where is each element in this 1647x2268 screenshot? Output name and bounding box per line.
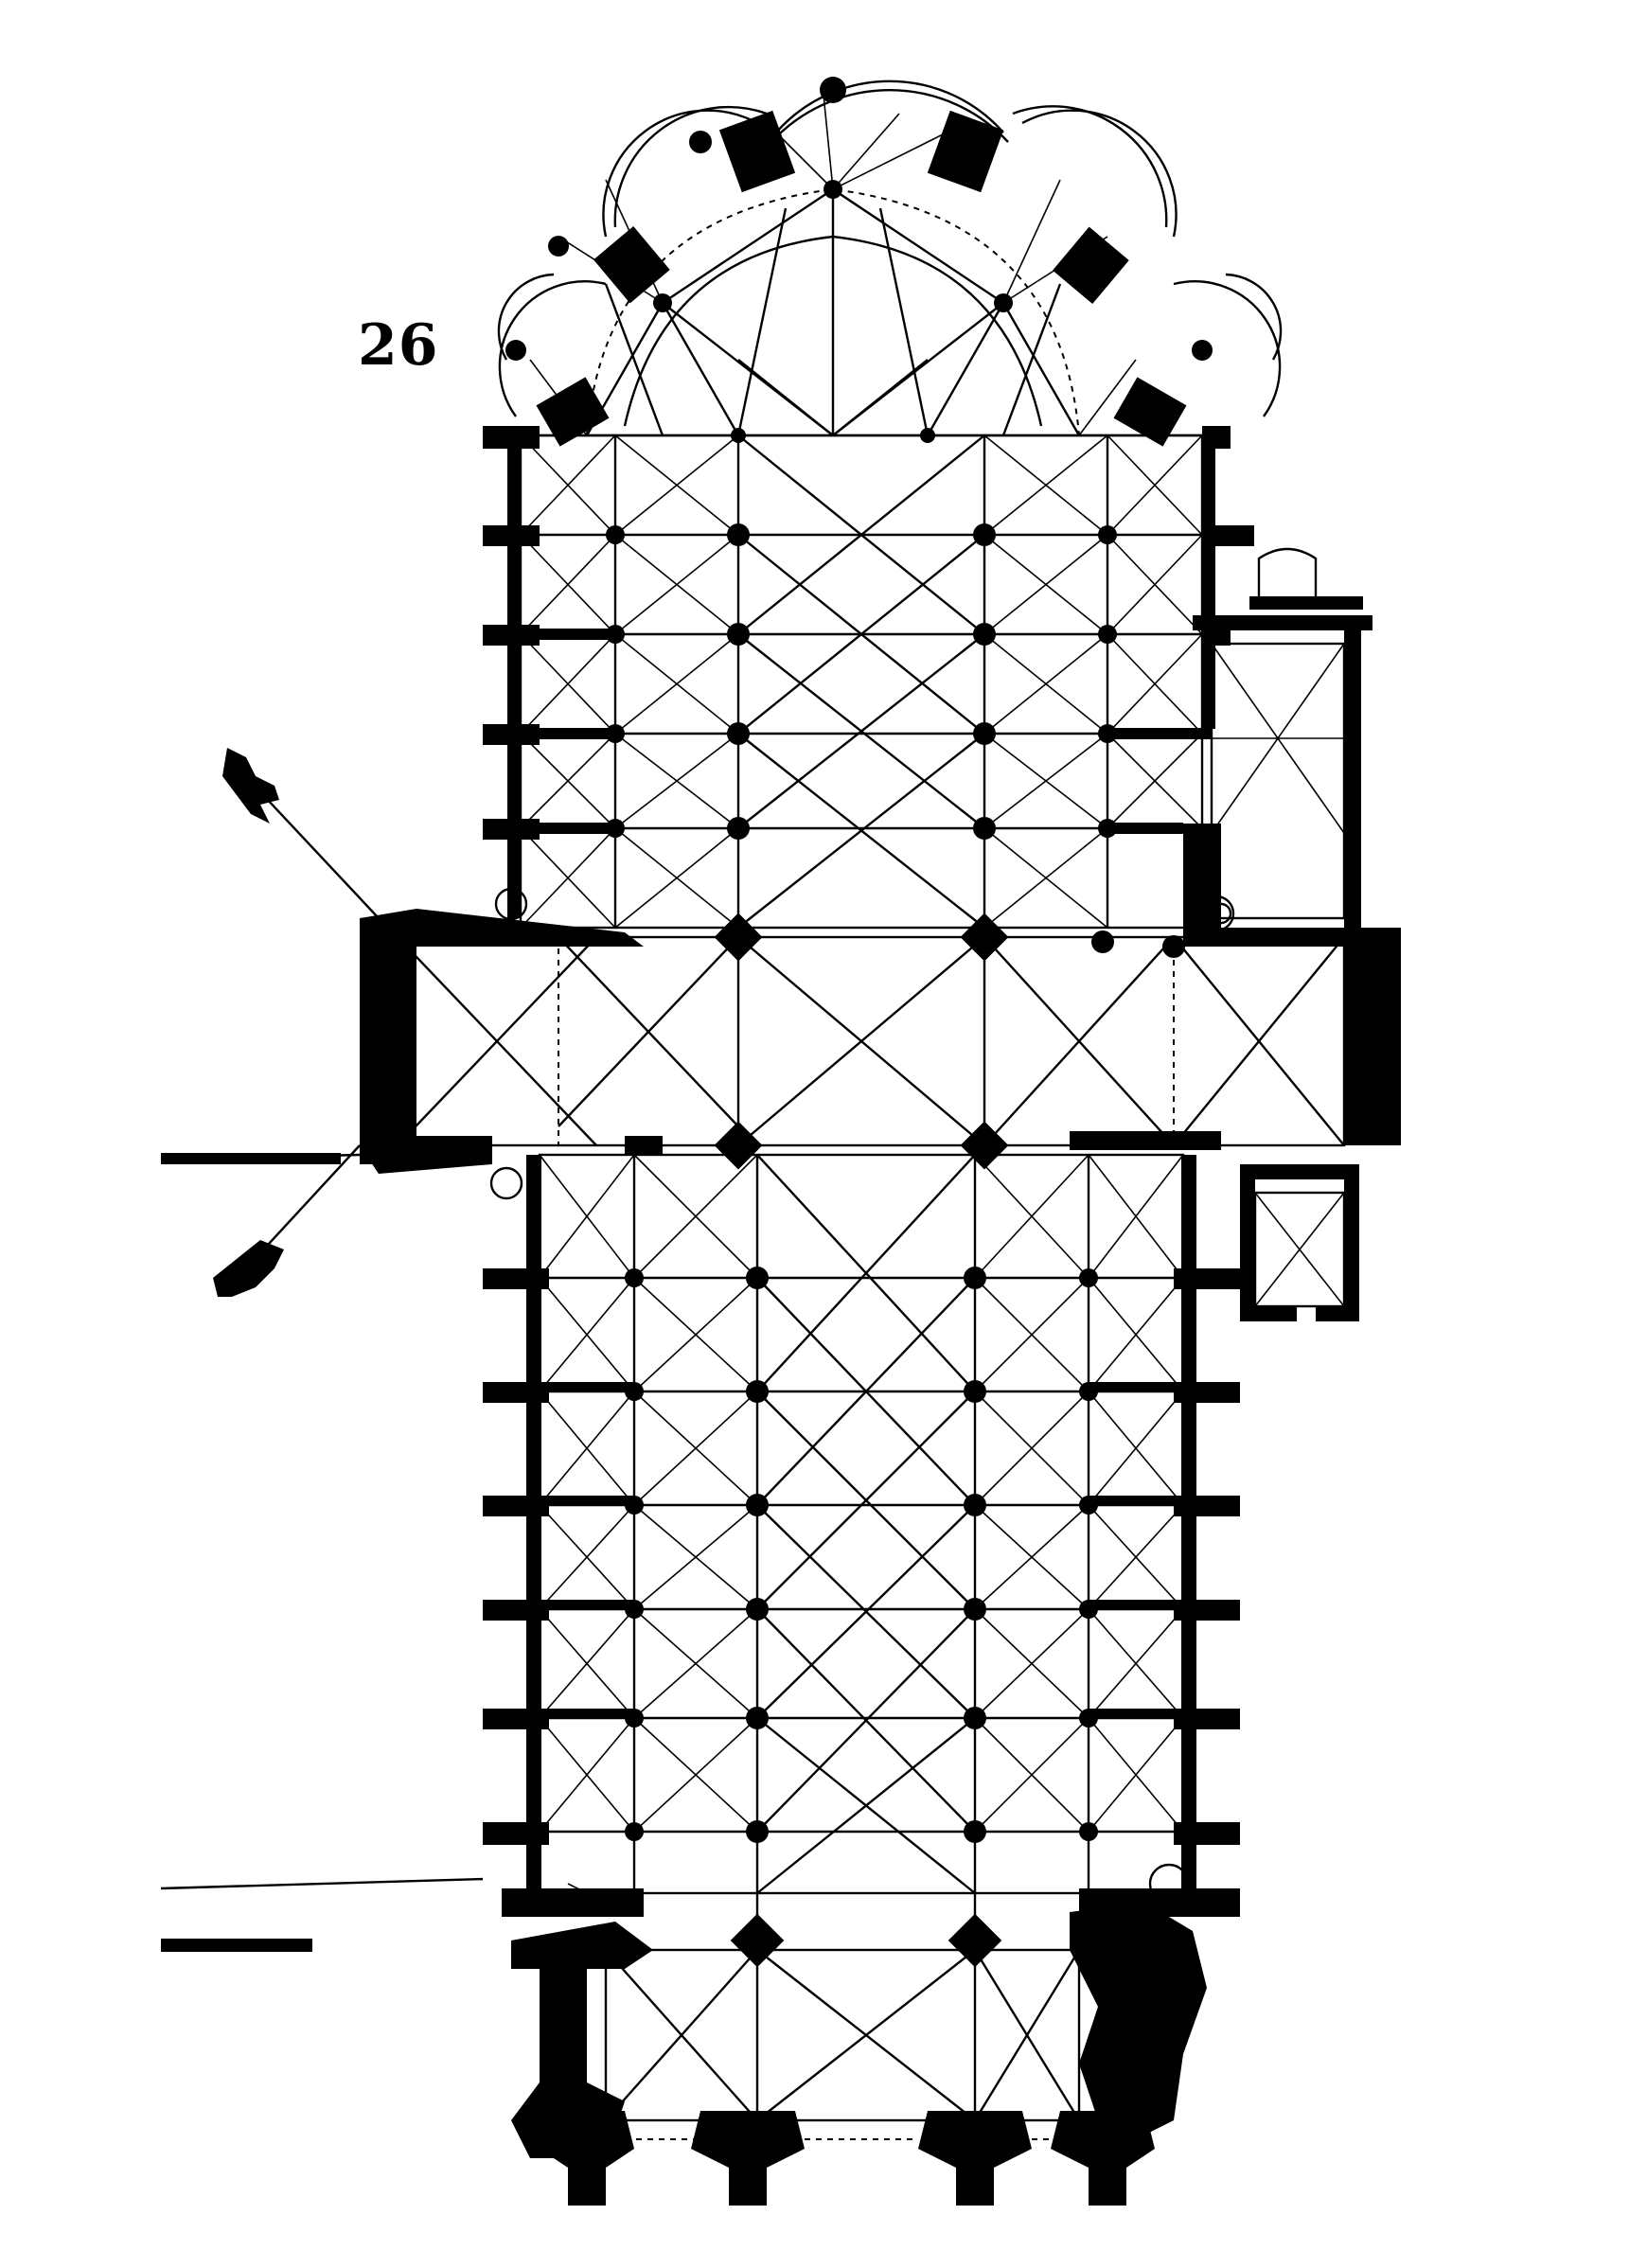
choir-piers — [483, 426, 1254, 918]
choir-vaults — [519, 434, 1204, 930]
side-chapel — [1240, 1164, 1359, 1321]
west-front — [502, 1863, 1240, 2206]
section-markers — [160, 748, 484, 1952]
nave-vaults — [538, 1153, 1185, 1895]
sacristy — [1183, 547, 1372, 932]
apse-piers — [505, 77, 1213, 447]
nave-piers — [483, 1155, 1240, 1893]
transept — [360, 887, 1401, 1200]
figure-number: 26 — [358, 312, 439, 379]
